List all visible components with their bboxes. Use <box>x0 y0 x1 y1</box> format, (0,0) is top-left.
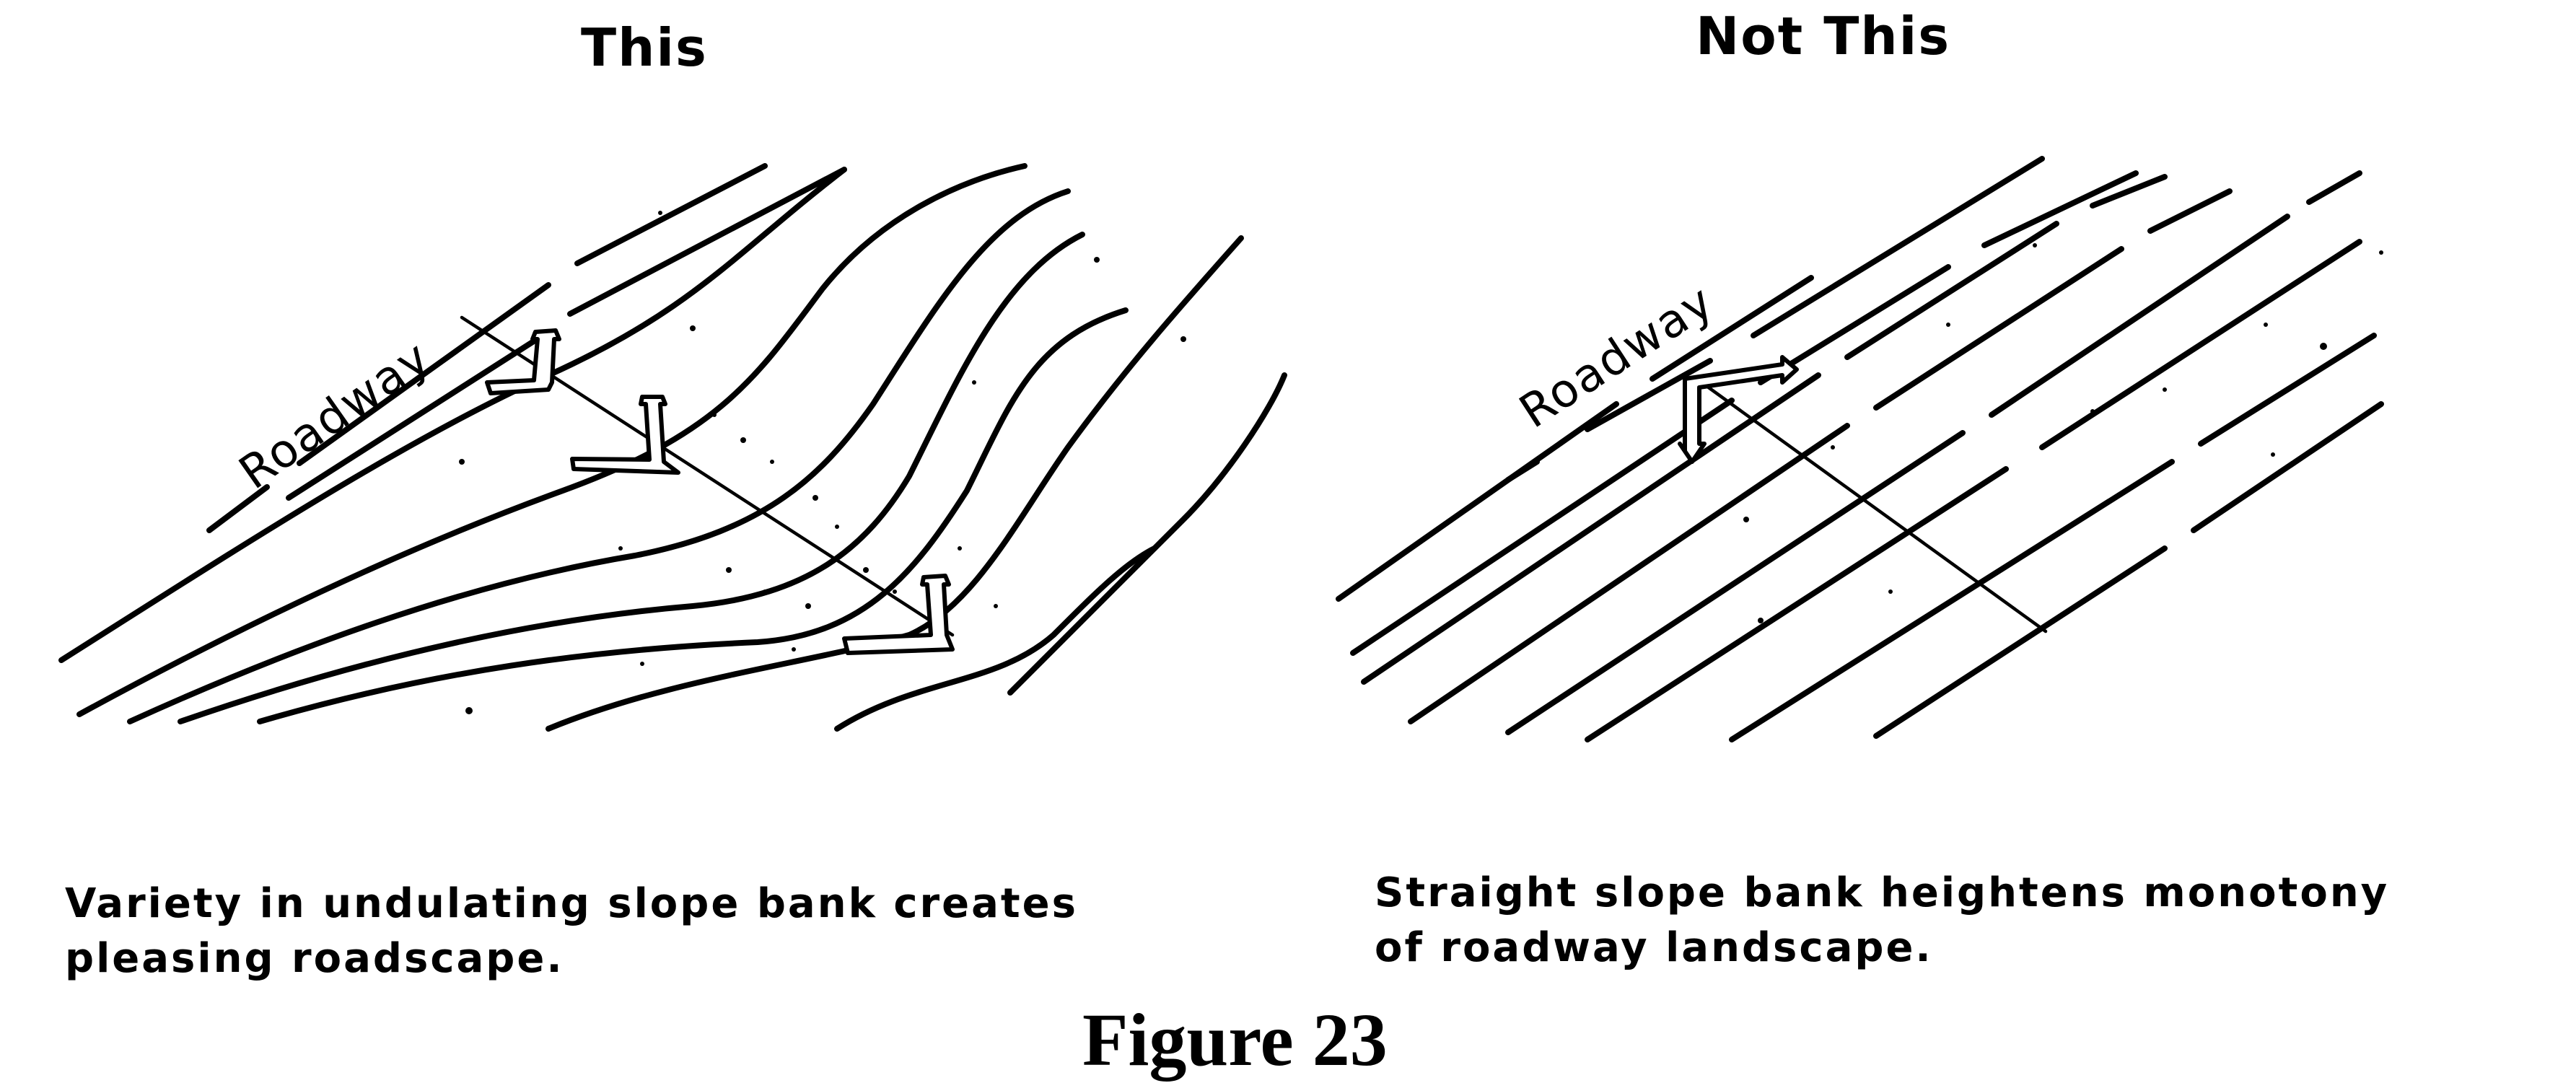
left-slope-bank-sketch: Roadway <box>58 163 1287 732</box>
right-line-8 <box>1873 401 2384 739</box>
right-line-5 <box>1505 170 2362 735</box>
left-texture-dots <box>459 211 1186 714</box>
figure-label: Figure 23 <box>1082 999 1388 1082</box>
left-contour-1 <box>58 167 847 663</box>
left-roadway-edge-lower <box>286 167 847 501</box>
left-contour-4 <box>178 232 1085 724</box>
right-line-6 <box>1585 239 2362 742</box>
left-arrow-2 <box>570 395 680 475</box>
right-line-1 <box>1336 275 1814 602</box>
right-line-7 <box>1729 333 2377 742</box>
left-contour-3 <box>127 188 1071 724</box>
left-contour-5 <box>257 307 1129 724</box>
left-contour-6 <box>546 235 1244 732</box>
right-line-4 <box>1408 188 2233 724</box>
right-line-3 <box>1361 174 2168 685</box>
left-caption-line-2: pleasing roadscape. <box>65 935 564 982</box>
right-caption-line-1: Straight slope bank heightens monotony <box>1375 869 2390 916</box>
left-contour-2 <box>76 163 1028 717</box>
right-texture-dots <box>1743 243 2383 623</box>
left-contour-8 <box>1007 372 1287 696</box>
left-roadway-edge-upper <box>206 163 768 533</box>
left-roadway-label: Roadway <box>230 330 440 500</box>
right-slope-direction-line <box>1704 384 2048 633</box>
left-arrow-3 <box>842 574 955 655</box>
right-caption-line-2: of roadway landscape. <box>1375 924 1933 971</box>
right-slope-bank-sketch: Roadway <box>1336 156 2384 742</box>
left-contour-7 <box>834 545 1157 732</box>
right-panel-title: Not This <box>1696 6 1951 66</box>
left-arrow-1 <box>485 328 561 395</box>
right-arrow <box>1678 355 1799 464</box>
left-panel-title: This <box>581 17 708 78</box>
left-caption: Variety in undulating slope bank creates… <box>65 877 1078 986</box>
left-caption-line-1: Variety in undulating slope bank creates <box>65 880 1078 927</box>
right-caption: Straight slope bank heightens monotony o… <box>1375 866 2389 975</box>
